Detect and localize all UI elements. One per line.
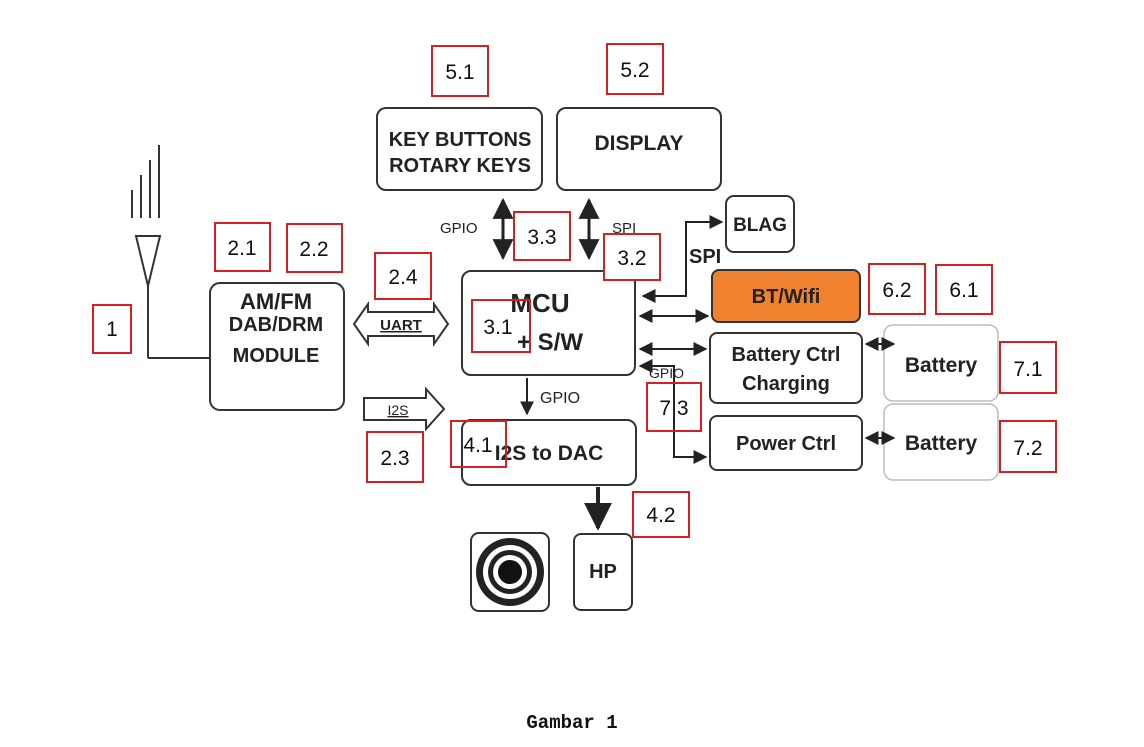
- svg-text:4.2: 4.2: [646, 504, 675, 527]
- gpio-right-label: GPIO: [649, 365, 684, 381]
- tag-5-1: 5.1: [432, 46, 488, 96]
- mcu-label: MCU: [510, 288, 569, 318]
- hp-label: HP: [589, 561, 617, 583]
- speaker-icon: [471, 533, 549, 611]
- tag-6-1: 6.1: [936, 265, 992, 314]
- battery-label-1: Battery: [905, 354, 978, 377]
- tag-4-2: 4.2: [633, 492, 689, 537]
- antenna-icon: [132, 145, 212, 358]
- svg-text:2.1: 2.1: [227, 237, 256, 260]
- tag-2-4: 2.4: [375, 253, 431, 299]
- svg-text:6.2: 6.2: [882, 279, 911, 302]
- dab-drm-label: DAB/DRM: [229, 314, 323, 336]
- blag-label: BLAG: [733, 215, 787, 236]
- battery-ctrl-label: Battery Ctrl: [732, 344, 841, 366]
- module-label: MODULE: [233, 345, 320, 367]
- bt-wifi-block: BT/Wifi: [712, 270, 860, 322]
- svg-text:3.1: 3.1: [483, 316, 512, 339]
- uart-label: UART: [380, 317, 422, 334]
- battery-label-2: Battery: [905, 432, 978, 455]
- tag-7-1: 7.1: [1000, 342, 1056, 393]
- i2s-arrow: I2S: [364, 389, 444, 429]
- rotary-keys-label: ROTARY KEYS: [389, 155, 531, 177]
- display-block: DISPLAY: [557, 108, 721, 190]
- svg-text:5.2: 5.2: [620, 59, 649, 82]
- gpio-down-label: GPIO: [540, 390, 580, 407]
- battery-block-1: Battery: [884, 325, 998, 401]
- am-fm-module-block: AM/FM DAB/DRM MODULE: [210, 283, 344, 410]
- svg-text:7.1: 7.1: [1013, 358, 1042, 381]
- spi-right-label: SPI: [689, 246, 721, 268]
- svg-text:3.2: 3.2: [617, 247, 646, 270]
- tag-5-2: 5.2: [607, 44, 663, 94]
- svg-text:7 3: 7 3: [659, 397, 688, 420]
- power-ctrl-block: Power Ctrl: [710, 416, 862, 470]
- key-buttons-block: KEY BUTTONS ROTARY KEYS: [377, 108, 542, 190]
- tag-6-2: 6.2: [869, 264, 925, 314]
- blag-block: BLAG: [726, 196, 794, 252]
- tag-7-2: 7.2: [1000, 421, 1056, 472]
- tag-1: 1: [93, 305, 131, 353]
- i2s-dac-label: I2S to DAC: [495, 442, 604, 465]
- tag-2-1: 2.1: [215, 223, 270, 271]
- svg-text:2.4: 2.4: [388, 266, 418, 289]
- svg-text:7.2: 7.2: [1013, 437, 1042, 460]
- charging-label: Charging: [742, 373, 830, 395]
- key-buttons-label: KEY BUTTONS: [389, 129, 532, 151]
- power-ctrl-label: Power Ctrl: [736, 433, 836, 455]
- hp-block: HP: [574, 534, 632, 610]
- svg-text:5.1: 5.1: [445, 61, 474, 84]
- tag-3-2: 3.2: [604, 234, 660, 280]
- tag-3-3: 3.3: [514, 212, 570, 260]
- svg-text:2.2: 2.2: [299, 238, 328, 261]
- display-label: DISPLAY: [594, 132, 683, 155]
- am-fm-label: AM/FM: [240, 289, 312, 314]
- uart-arrow: UART: [354, 304, 448, 344]
- figure-caption: Gambar 1: [0, 712, 1144, 734]
- svg-text:2.3: 2.3: [380, 447, 409, 470]
- svg-text:1: 1: [106, 318, 118, 341]
- svg-text:3.3: 3.3: [527, 226, 556, 249]
- gpio-top-label: GPIO: [440, 220, 478, 237]
- tag-2-3: 2.3: [367, 432, 423, 482]
- svg-text:4.1: 4.1: [463, 434, 492, 457]
- battery-ctrl-block: Battery Ctrl Charging: [710, 333, 862, 403]
- bt-wifi-label: BT/Wifi: [752, 286, 821, 308]
- i2s-label: I2S: [387, 402, 408, 418]
- tag-2-2: 2.2: [287, 224, 342, 272]
- battery-block-2: Battery: [884, 404, 998, 480]
- svg-text:6.1: 6.1: [949, 279, 978, 302]
